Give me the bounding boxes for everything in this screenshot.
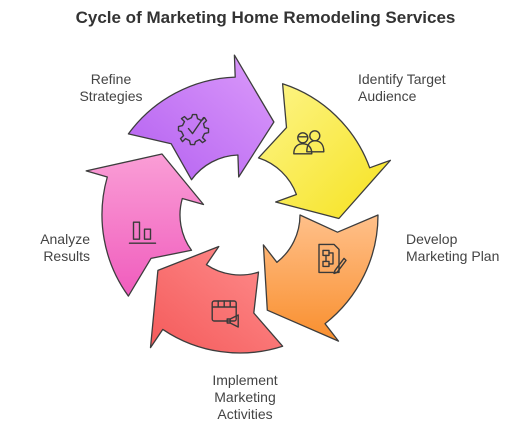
step-label-line: Strategies: [79, 88, 143, 104]
diagram-title: Cycle of Marketing Home Remodeling Servi…: [75, 8, 456, 27]
step-label-implement-marketing-activities: Implement Marketing Activities: [195, 372, 295, 423]
step-label-line: Refine: [90, 71, 132, 87]
step-label-line: Marketing: [214, 389, 276, 405]
megaphone-screen-icon: [211, 300, 239, 328]
step-label-line: Results: [43, 248, 90, 264]
gear-check-icon: [177, 113, 210, 146]
segment-develop-marketing-plan: [262, 214, 379, 342]
step-label-line: Develop: [406, 231, 458, 247]
step-label-line: Audience: [358, 88, 417, 104]
segment-analyze-results: [85, 153, 205, 297]
bar-chart-icon: [128, 221, 157, 244]
step-label-refine-strategies: Refine Strategies: [66, 71, 156, 105]
step-label-analyze-results: Analyze Results: [22, 231, 90, 265]
segment-refine-strategies: [127, 54, 275, 181]
step-label-line: Activities: [217, 406, 273, 422]
step-label-line: Identify Target: [358, 71, 446, 87]
step-label-line: Analyze: [40, 231, 90, 247]
step-label-line: Marketing Plan: [406, 248, 500, 264]
step-label-identify-target-audience: Identify Target Audience: [358, 71, 468, 105]
flowchart-document-icon: [318, 243, 347, 275]
step-label-develop-marketing-plan: Develop Marketing Plan: [406, 231, 521, 265]
people-icon: [293, 130, 325, 155]
segment-implement-marketing-activities: [149, 245, 284, 354]
step-label-line: Implement: [212, 372, 278, 388]
